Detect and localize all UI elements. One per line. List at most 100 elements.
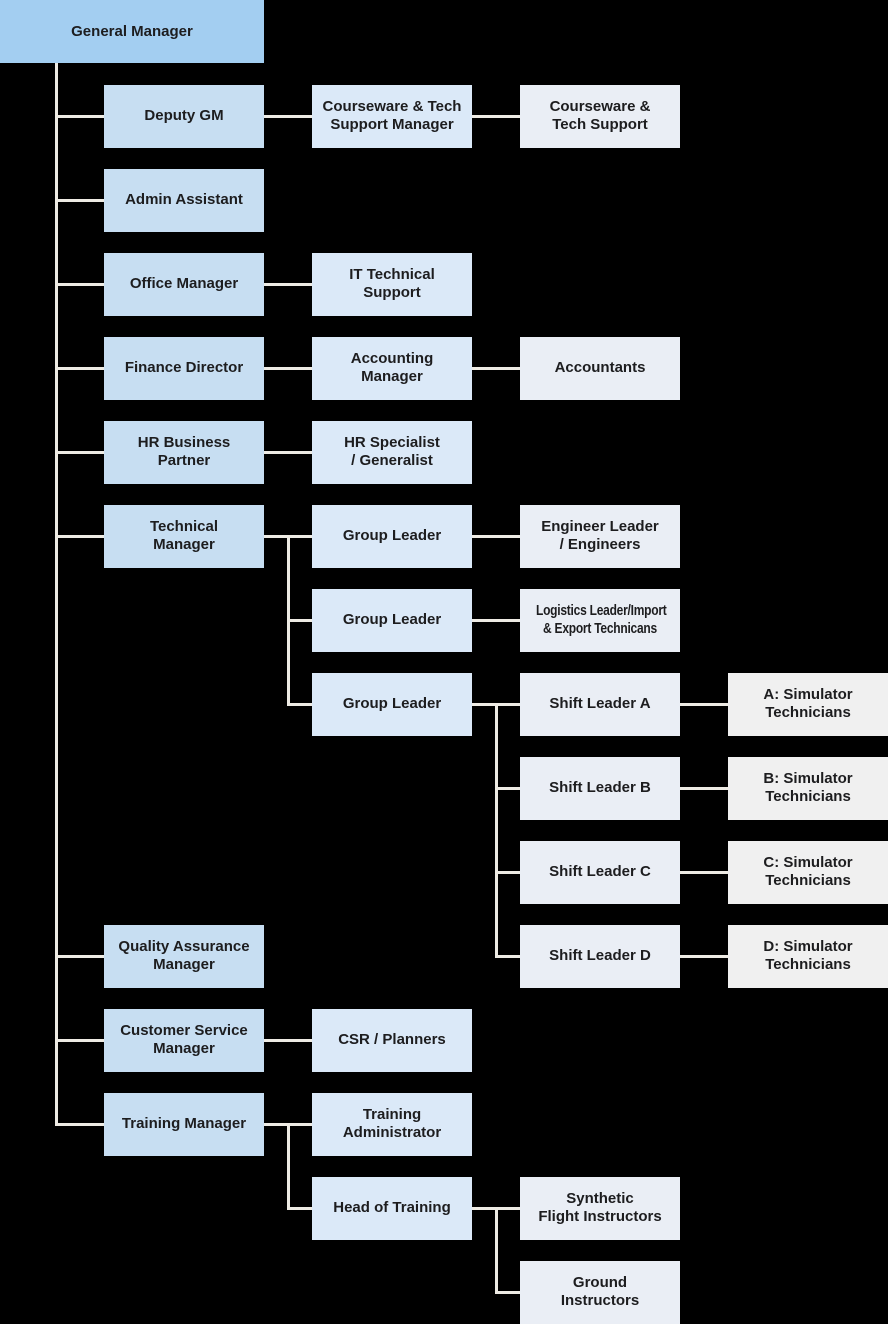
org-node-label: Deputy GM — [144, 107, 224, 124]
org-node-shift-leader-b: Shift Leader B — [520, 756, 680, 820]
connector-line-h — [494, 1206, 520, 1210]
connector-line-h — [494, 534, 520, 538]
org-node-simulator-technicians-a: A: Simulator Technicians — [728, 672, 888, 736]
org-node-label: Technical Manager — [149, 518, 219, 553]
org-node-label: Accounting Manager — [350, 350, 434, 385]
org-node-label: Office Manager — [129, 275, 239, 292]
connector-line-h — [472, 702, 498, 706]
org-node-csr-planners: CSR / Planners — [312, 1008, 472, 1072]
connector-line-h — [264, 1122, 290, 1126]
org-node-label: IT Technical Support — [349, 266, 435, 301]
connector-line-v — [494, 1206, 498, 1294]
connector-line-h — [680, 702, 706, 706]
org-node-label: Ground Instructors — [560, 1274, 640, 1309]
org-node-hr-business-partner: HR Business Partner — [104, 420, 264, 484]
connector-line-h — [702, 870, 728, 874]
org-node-training-manager: Training Manager — [104, 1092, 264, 1156]
connector-line-h — [472, 366, 498, 370]
connector-line-h — [286, 1038, 312, 1042]
connector-line-h — [54, 534, 104, 538]
org-node-shift-leader-d: Shift Leader D — [520, 924, 680, 988]
org-node-finance-director: Finance Director — [104, 336, 264, 400]
org-node-label: D: Simulator Technicians — [763, 938, 853, 973]
connector-line-h — [494, 702, 520, 706]
org-node-customer-service-manager: Customer Service Manager — [104, 1008, 264, 1072]
connector-line-h — [264, 534, 290, 538]
connector-line-h — [264, 282, 290, 286]
connector-line-h — [494, 786, 520, 790]
connector-line-h — [680, 786, 706, 790]
connector-line-h — [54, 282, 104, 286]
connector-line-h — [702, 702, 728, 706]
connector-line-h — [54, 198, 104, 202]
connector-line-h — [286, 534, 312, 538]
connector-line-h — [54, 954, 104, 958]
connector-line-h — [264, 114, 290, 118]
org-node-group-leader-3: Group Leader — [312, 672, 472, 736]
org-node-label: Customer Service Manager — [120, 1022, 248, 1057]
org-node-label: Training Manager — [121, 1115, 247, 1132]
connector-line-v — [54, 63, 58, 1126]
connector-line-h — [286, 1122, 312, 1126]
org-node-label: Synthetic Flight Instructors — [538, 1190, 662, 1225]
connector-line-h — [286, 1206, 312, 1210]
connector-line-h — [54, 450, 104, 454]
connector-line-h — [286, 618, 312, 622]
connector-line-h — [472, 114, 498, 118]
org-node-label: General Manager — [71, 22, 193, 40]
org-node-label: Logistics Leader/Import & Export Technic… — [536, 602, 667, 637]
connector-line-h — [472, 618, 498, 622]
org-node-deputy-gm: Deputy GM — [104, 84, 264, 148]
connector-line-h — [286, 282, 312, 286]
connector-line-h — [54, 366, 104, 370]
org-node-group-leader-2: Group Leader — [312, 588, 472, 652]
connector-line-h — [54, 1038, 104, 1042]
org-node-label: Shift Leader B — [549, 779, 651, 796]
org-node-simulator-technicians-d: D: Simulator Technicians — [728, 924, 888, 988]
org-node-label: Group Leader — [342, 611, 442, 628]
org-node-label: Courseware & Tech Support — [549, 98, 651, 133]
connector-line-v — [286, 1122, 290, 1210]
org-node-label: HR Specialist / Generalist — [344, 434, 440, 469]
connector-line-h — [680, 954, 706, 958]
connector-line-h — [494, 618, 520, 622]
org-node-label: Head of Training — [333, 1199, 451, 1216]
connector-line-h — [264, 1038, 290, 1042]
connector-line-h — [286, 114, 312, 118]
connector-line-h — [494, 870, 520, 874]
org-node-label: Group Leader — [342, 527, 442, 544]
connector-line-h — [54, 114, 104, 118]
connector-line-h — [286, 702, 312, 706]
org-node-label: Accountants — [554, 359, 646, 376]
org-node-quality-assurance-manager: Quality Assurance Manager — [104, 924, 264, 988]
org-node-label: C: Simulator Technicians — [763, 854, 853, 889]
org-node-group-leader-1: Group Leader — [312, 504, 472, 568]
org-node-label: Quality Assurance Manager — [118, 938, 250, 973]
connector-line-h — [264, 450, 290, 454]
org-node-synthetic-flight-instructors: Synthetic Flight Instructors — [520, 1176, 680, 1240]
org-node-label: Admin Assistant — [125, 191, 243, 208]
org-node-accounting-manager: Accounting Manager — [312, 336, 472, 400]
org-node-it-technical-support: IT Technical Support — [312, 252, 472, 316]
org-node-courseware-tech-support-manager: Courseware & Tech Support Manager — [312, 84, 472, 148]
connector-line-h — [702, 954, 728, 958]
org-node-admin-assistant: Admin Assistant — [104, 168, 264, 232]
org-node-simulator-technicians-b: B: Simulator Technicians — [728, 756, 888, 820]
connector-line-h — [494, 114, 520, 118]
org-node-hr-specialist-generalist: HR Specialist / Generalist — [312, 420, 472, 484]
connector-line-h — [680, 870, 706, 874]
connector-line-h — [494, 1290, 520, 1294]
connector-line-v — [494, 702, 498, 958]
connector-line-h — [472, 1206, 498, 1210]
org-node-label: A: Simulator Technicians — [763, 686, 853, 721]
org-node-label: Finance Director — [124, 359, 244, 376]
org-node-accountants: Accountants — [520, 336, 680, 400]
org-node-label: Shift Leader D — [549, 947, 651, 964]
org-node-label: Engineer Leader / Engineers — [541, 518, 659, 553]
connector-line-h — [286, 450, 312, 454]
org-node-general-manager: General Manager — [0, 0, 264, 63]
connector-line-h — [472, 534, 498, 538]
org-node-training-administrator: Training Administrator — [312, 1092, 472, 1156]
org-node-label: Shift Leader A — [549, 695, 651, 712]
